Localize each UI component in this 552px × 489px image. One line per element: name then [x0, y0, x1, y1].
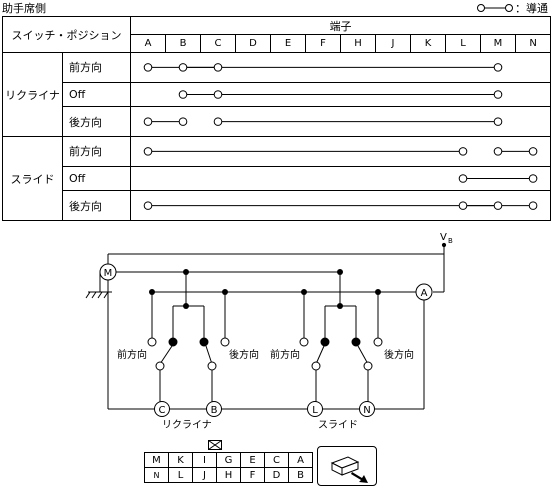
terminal-l-label: L	[312, 405, 318, 416]
header-switch-position: スイッチ・ポジション	[2, 16, 131, 53]
connector-pin: B	[288, 467, 313, 483]
connector-pin: C	[264, 452, 289, 468]
legend-label: ：導通	[515, 2, 548, 15]
terminal-n-label: N	[363, 405, 370, 416]
vb-label: V	[440, 232, 447, 243]
terminal-l	[307, 401, 323, 417]
terminal-a-label: A	[421, 288, 428, 299]
connector-pin: L	[168, 467, 193, 483]
motor-label: M	[104, 268, 113, 279]
slide-forward-label: 前方向	[270, 348, 300, 361]
connector-view-icon	[317, 446, 377, 486]
recliner-backward-label: 後方向	[229, 348, 259, 361]
connector-pin: M	[144, 452, 169, 468]
recliner-group-label: リクライナ	[162, 419, 212, 431]
row-label: Off	[62, 81, 131, 108]
connector-pin: D	[264, 467, 289, 483]
row-label: 後方向	[62, 106, 131, 137]
terminal-c	[154, 401, 170, 417]
contact-recliner-backward	[220, 337, 230, 347]
connector-pin: E	[240, 452, 265, 468]
connector-pin: G	[216, 452, 241, 468]
terminal-c-label: C	[159, 405, 166, 416]
terminal-b-label: B	[211, 405, 218, 416]
terminal-header: L	[445, 34, 481, 53]
connector-pin: A	[288, 452, 313, 468]
terminal-header: F	[305, 34, 341, 53]
motor-terminal	[99, 263, 117, 281]
connector-pin: J	[192, 467, 217, 483]
connector-pin: K	[168, 452, 193, 468]
connector-pin: N	[144, 467, 169, 483]
terminal-header: H	[340, 34, 376, 53]
connector-key-icon	[208, 440, 222, 450]
slide-group-label: スライド	[318, 419, 358, 431]
terminal-a	[415, 283, 433, 301]
connector-pin: F	[240, 467, 265, 483]
continuity-legend-icon	[477, 4, 513, 12]
connector-pin: H	[216, 467, 241, 483]
contact-recliner-forward	[147, 337, 157, 347]
contact-slide-backward	[373, 337, 383, 347]
terminal-b	[206, 401, 222, 417]
legend: ：導通	[477, 0, 548, 16]
group-slide: スライド	[2, 136, 63, 221]
page-title: 助手席側	[2, 2, 46, 15]
terminal-n	[359, 401, 375, 417]
row-label: 後方向	[62, 190, 131, 221]
vb-sub: B	[448, 237, 453, 245]
recliner-forward-label: 前方向	[117, 348, 147, 361]
contact-slide-forward	[299, 337, 309, 347]
terminal-header: N	[514, 34, 552, 53]
slide-backward-label: 後方向	[384, 348, 414, 361]
row-label: 前方向	[62, 52, 131, 83]
connector-pin: I	[192, 452, 217, 468]
group-recliner: リクライナ	[2, 52, 63, 137]
